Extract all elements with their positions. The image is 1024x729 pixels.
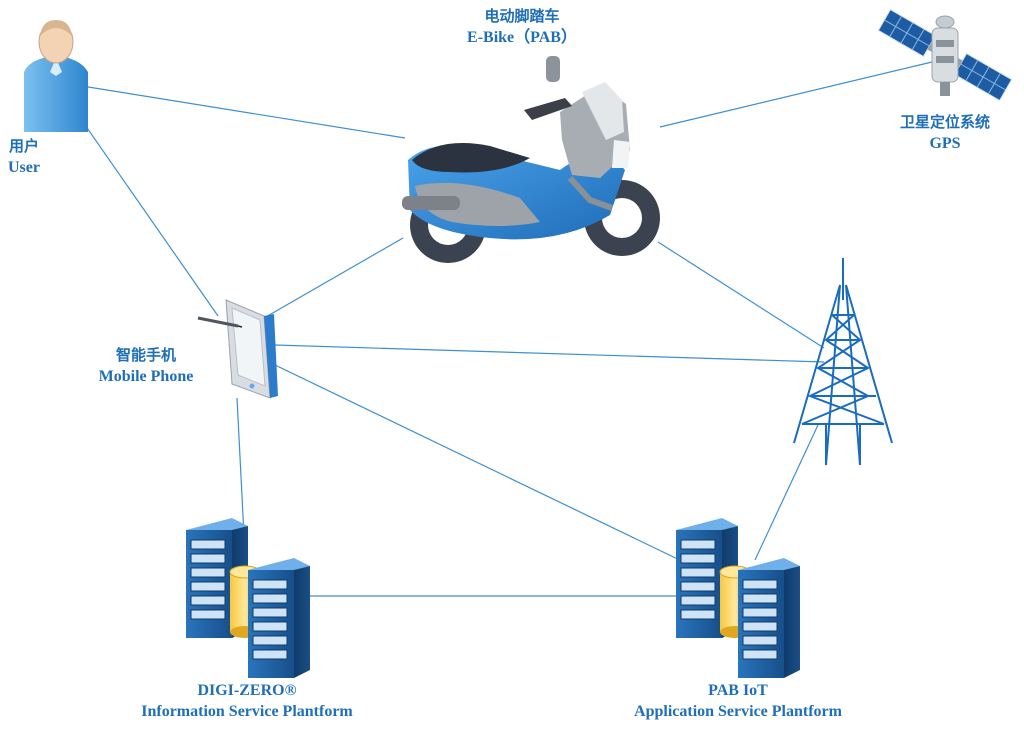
ebike-label-en: E-Bike（PAB） [467, 29, 577, 46]
phone-label-zh: 智能手机 [115, 346, 176, 364]
ebike-label-zh: 电动脚踏车 [484, 7, 560, 25]
link-gps-ebike [659, 61, 933, 128]
satellite-icon [877, 8, 1013, 102]
cell-tower-icon [793, 258, 893, 466]
digi-label-line1: DIGI-ZERO® [197, 682, 297, 699]
gps-label-zh: 卫星定位系统 [899, 113, 990, 131]
user-label: 用户 User [8, 136, 40, 178]
link-phone-pab [274, 364, 691, 566]
pab-label-line1: PAB IoT [708, 682, 768, 699]
link-user-phone [84, 124, 219, 317]
ebike-icon [402, 56, 660, 263]
digi-label: DIGI-ZERO® Information Service Plantform [112, 680, 382, 722]
connection-lines [81, 61, 933, 597]
server-icon [186, 518, 310, 678]
gps-label: 卫星定位系统 GPS [880, 112, 1010, 154]
link-user-ebike [81, 85, 406, 139]
phone-label-en: Mobile Phone [98, 368, 194, 385]
server-icon [676, 518, 800, 678]
gps-label-en: GPS [929, 135, 961, 152]
digi-label-line2: Information Service Plantform [141, 703, 353, 720]
user-label-zh: 用户 [8, 137, 39, 155]
link-phone-tower [274, 344, 825, 363]
user-icon [24, 20, 88, 132]
pab-label-line2: Application Service Plantform [634, 703, 842, 720]
ebike-label: 电动脚踏车 E-Bike（PAB） [452, 6, 592, 48]
link-ebike-tower [657, 241, 825, 349]
link-tower-pab [754, 424, 819, 561]
link-ebike-phone [263, 237, 404, 319]
smartphone-icon [197, 299, 278, 399]
user-label-en: User [8, 159, 40, 176]
phone-label: 智能手机 Mobile Phone [84, 345, 208, 387]
pab-label: PAB IoT Application Service Plantform [606, 680, 870, 722]
